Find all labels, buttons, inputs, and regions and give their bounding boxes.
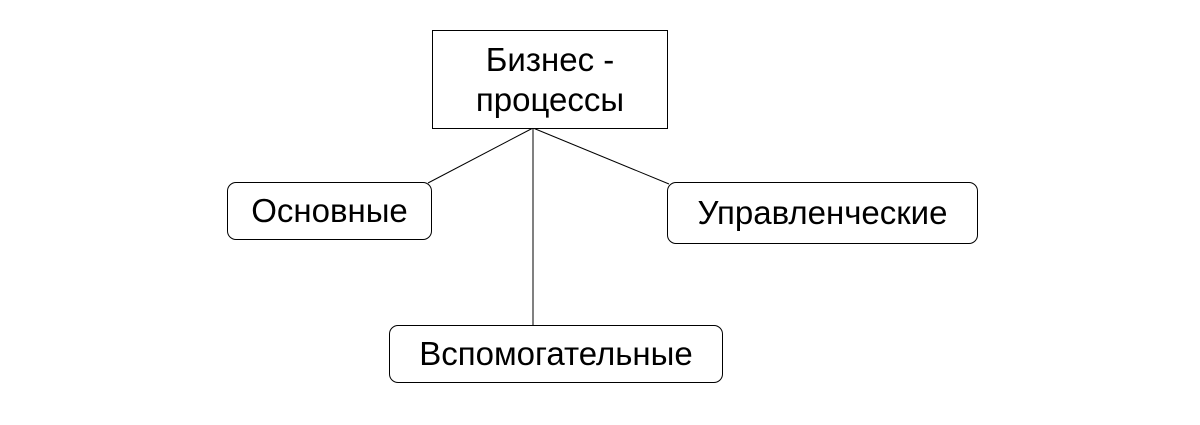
node-label: Основные [251,192,408,229]
node-support-processes: Вспомогательные [389,325,723,383]
root-label-line1: Бизнес - [485,40,615,78]
root-node-business-processes: Бизнес - процессы [432,30,668,129]
connector-root-to-main [427,127,534,184]
node-management-processes: Управленческие [667,182,978,244]
connector-root-to-management [532,127,670,185]
root-label-line2: процессы [475,80,625,118]
node-main-processes: Основные [227,182,432,240]
node-label: Управленческие [697,194,948,231]
node-label: Вспомогательные [419,335,693,372]
